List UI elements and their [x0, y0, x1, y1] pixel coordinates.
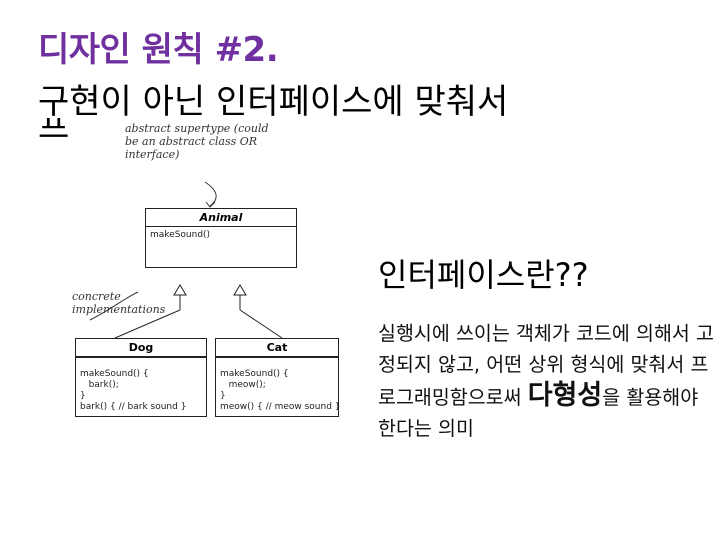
slide-title: 디자인 원칙 #2.	[38, 30, 279, 70]
abstract-note-line: interface)	[125, 148, 180, 161]
inheritance-arrows	[89, 181, 283, 339]
interface-heading: 인터페이스란??	[378, 256, 589, 294]
description-text-end: 을 활용해야 한다는 의미	[378, 386, 699, 440]
interface-description: 실행시에 쓰이는 객체가 코드에 의해서 고정되지 않고, 어떤 상위 형식에 …	[378, 318, 718, 444]
animal-class-box: Animal makeSound()	[145, 208, 297, 268]
cat-class-box: Cat makeSound() { meow(); } meow() { // …	[215, 338, 341, 417]
abstract-note: abstract supertype (could be an abstract…	[125, 122, 269, 161]
concrete-note: concrete implementations	[72, 290, 165, 316]
dog-methods: makeSound() { bark(); } bark() { // bark…	[80, 369, 187, 412]
concrete-note-line: concrete	[72, 290, 121, 303]
slide-title-line-3-text: 프	[38, 118, 70, 147]
concrete-note-line: implementations	[72, 303, 166, 316]
cat-class-name: Cat	[216, 339, 338, 357]
description-text: 실행시에 쓰이는 객체가 코드에 의해서 고정되지 않고, 어떤 상위 형식에 …	[378, 322, 714, 409]
polymorphism-emphasis: 다형성	[527, 380, 603, 411]
slide-title-line-2: 구현이 아닌 인터페이스에 맞춰서	[38, 82, 509, 122]
abstract-note-line: abstract supertype (could	[125, 122, 269, 135]
slide-title-line-3: 프	[38, 118, 69, 152]
abstract-note-line: be an abstract class OR	[125, 135, 258, 148]
dog-class-box: Dog makeSound() { bark(); } bark() { // …	[75, 338, 207, 417]
dog-fields	[76, 357, 206, 366]
animal-class-name: Animal	[146, 209, 296, 227]
cat-fields	[216, 357, 338, 366]
cat-methods: makeSound() { meow(); } meow() { // meow…	[220, 369, 341, 412]
dog-class-name: Dog	[76, 339, 206, 357]
animal-method: makeSound()	[150, 230, 211, 240]
uml-diagram: abstract supertype (could be an abstract…	[70, 120, 341, 420]
